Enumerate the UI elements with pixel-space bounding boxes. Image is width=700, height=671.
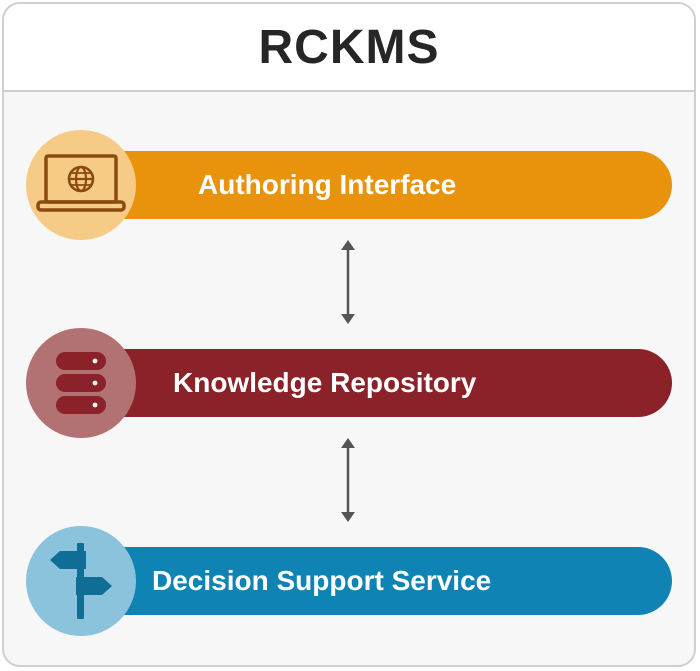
knowledge-repository-bar: Knowledge Repository bbox=[76, 349, 672, 417]
decision-support-service-bar: Decision Support Service bbox=[76, 547, 672, 615]
authoring-interface-badge bbox=[26, 130, 136, 240]
panel-header: RCKMS bbox=[4, 4, 694, 92]
decision-support-service-badge bbox=[26, 526, 136, 636]
database-icon bbox=[56, 352, 106, 414]
bidirectional-arrow-icon bbox=[341, 240, 355, 324]
decision-support-service-label: Decision Support Service bbox=[152, 565, 492, 596]
component-knowledge-repository: Knowledge Repository bbox=[26, 328, 672, 438]
panel-title: RCKMS bbox=[258, 20, 440, 74]
signpost-icon bbox=[50, 543, 112, 619]
knowledge-repository-label: Knowledge Repository bbox=[173, 367, 477, 398]
laptop-globe-icon bbox=[36, 154, 126, 212]
component-decision-support-service: Decision Support Service bbox=[26, 526, 672, 636]
bidirectional-arrow-icon bbox=[341, 438, 355, 522]
authoring-interface-bar: Authoring Interface bbox=[76, 151, 672, 219]
authoring-interface-label: Authoring Interface bbox=[198, 169, 457, 200]
knowledge-repository-badge bbox=[26, 328, 136, 438]
component-authoring-interface: Authoring Interface bbox=[26, 130, 672, 240]
